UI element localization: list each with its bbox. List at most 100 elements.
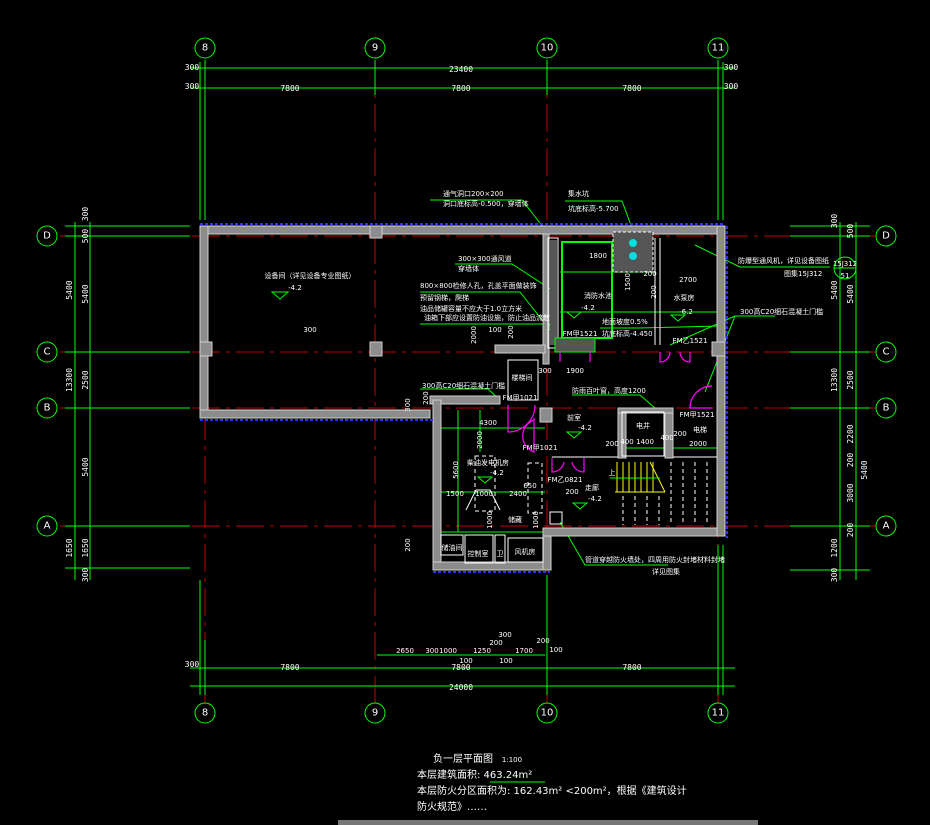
dim-label: 300: [81, 568, 90, 583]
dim-label: 24000: [449, 683, 473, 692]
room-label: -4.2: [581, 304, 595, 312]
fire-zone-note: 本层防火分区面积为: 162.43m² <200m²，根据《建筑设计: [417, 784, 687, 797]
room-label: -4.2: [490, 469, 504, 477]
door-label: FM甲1021: [503, 394, 538, 402]
dim-label: 5400: [860, 460, 869, 479]
annotation: 地面坡度0.5%: [602, 317, 648, 326]
door-label: FM乙0821: [548, 476, 583, 484]
axis-label: A: [883, 521, 890, 532]
axis-bubble: [36, 341, 58, 363]
dim-label: 5400: [81, 284, 90, 303]
dim-label: 300: [303, 326, 316, 334]
annotation: 300×300通风道: [458, 254, 512, 263]
dim-label: 100: [499, 657, 512, 665]
axis-bubble: [194, 37, 216, 59]
room-label: 水泵房: [674, 293, 695, 302]
dim-label: 1500: [446, 490, 464, 498]
dim-label: 200: [489, 639, 502, 647]
axis-label: A: [44, 521, 51, 532]
dim-label: 1900: [566, 367, 584, 375]
dim-label: 200: [673, 430, 686, 438]
dim-label: 500: [846, 224, 855, 239]
dim-label: 2500: [846, 370, 855, 389]
dim-label: 1250: [473, 647, 491, 655]
dim-label: 2200: [846, 424, 855, 443]
annotation: 通气洞口200×200: [443, 189, 504, 198]
room-label: 楼梯间: [512, 373, 533, 382]
door-label: FM甲1021: [523, 444, 558, 452]
dimension-lines: [65, 60, 870, 695]
dim-label: 200: [404, 538, 412, 551]
annotation: 洞口底标高-0.500，穿墙体: [443, 199, 529, 208]
dim-label: 300: [830, 568, 839, 583]
axis-bubble: [707, 702, 729, 724]
axis-bubble: [875, 515, 897, 537]
axis-bubble: [36, 515, 58, 537]
axis-bubble: [875, 225, 897, 247]
axis-bubble: [36, 225, 58, 247]
dim-label: 1000: [475, 490, 493, 498]
room-label: 储油间: [442, 543, 463, 552]
axis-bubble: [875, 397, 897, 419]
axis-label: 10: [541, 43, 554, 54]
room-label: -4.2: [588, 495, 602, 503]
axis-label: D: [43, 231, 51, 242]
axis-label: B: [44, 403, 51, 414]
axis-label: 8: [202, 708, 208, 719]
drawing-scale: 1:100: [502, 756, 522, 764]
room-label: 消防水池: [584, 291, 612, 300]
dim-label: 300: [425, 647, 438, 655]
dim-label: 23400: [449, 65, 473, 74]
dim-label: 4300: [479, 419, 497, 427]
dim-label: 300: [538, 367, 551, 375]
doors[interactable]: [507, 239, 713, 473]
door-label: FM甲1521: [563, 330, 598, 338]
dim-label: 1800: [589, 252, 607, 260]
dim-label: 100: [549, 646, 562, 654]
dim-label: 1500: [624, 273, 632, 291]
dim-label: 300: [724, 82, 739, 91]
dim-label: 5400: [81, 457, 90, 476]
dim-label: 5400: [830, 280, 839, 299]
dim-label: 200: [536, 637, 549, 645]
annotation: 坑底标高-4.450: [602, 329, 653, 338]
annotation: 详见图集: [652, 567, 680, 576]
horizontal-scrollbar[interactable]: [338, 820, 758, 825]
dim-label: 5400: [65, 280, 74, 299]
room-label: 走廊: [585, 483, 599, 492]
annotation: 300高C20细石混凝土门槛: [422, 381, 505, 390]
annotation: 坑底标高-5.700: [568, 204, 619, 213]
area-note: 本层建筑面积: 463.24m²: [417, 768, 532, 781]
axis-label: 11: [712, 43, 725, 54]
room-label: 前室: [567, 413, 581, 422]
blue-outline: [200, 223, 728, 573]
annotation: 防爆型通风机，详见设备图纸: [738, 256, 829, 265]
dim-label: 7800: [622, 84, 641, 93]
dim-label: 100: [459, 657, 472, 665]
dim-label: 500: [81, 229, 90, 244]
dim-label: 300: [498, 631, 511, 639]
dim-label: 300: [185, 82, 200, 91]
dim-label: 1650: [81, 538, 90, 557]
axis-label: 9: [372, 43, 378, 54]
dim-label: 2650: [396, 647, 414, 655]
axis-bubble: [536, 702, 558, 724]
axis-bubble: [194, 702, 216, 724]
dim-label: 200: [422, 391, 430, 404]
dim-label: 7800: [280, 84, 299, 93]
annotation: 图集15J312: [784, 269, 822, 278]
detail-ref: 51: [841, 272, 850, 280]
room-label: 电井: [636, 421, 650, 430]
walls: [199, 225, 726, 571]
room-label: 控制室: [468, 549, 489, 558]
dim-label: 5400: [846, 284, 855, 303]
room-label: 柴油发电机房: [467, 458, 509, 467]
axis-label: B: [883, 403, 890, 414]
room-label: 储藏: [508, 515, 522, 524]
axis-label: C: [44, 347, 51, 358]
room-label: 卫: [497, 550, 504, 558]
staircase[interactable]: [610, 461, 708, 525]
